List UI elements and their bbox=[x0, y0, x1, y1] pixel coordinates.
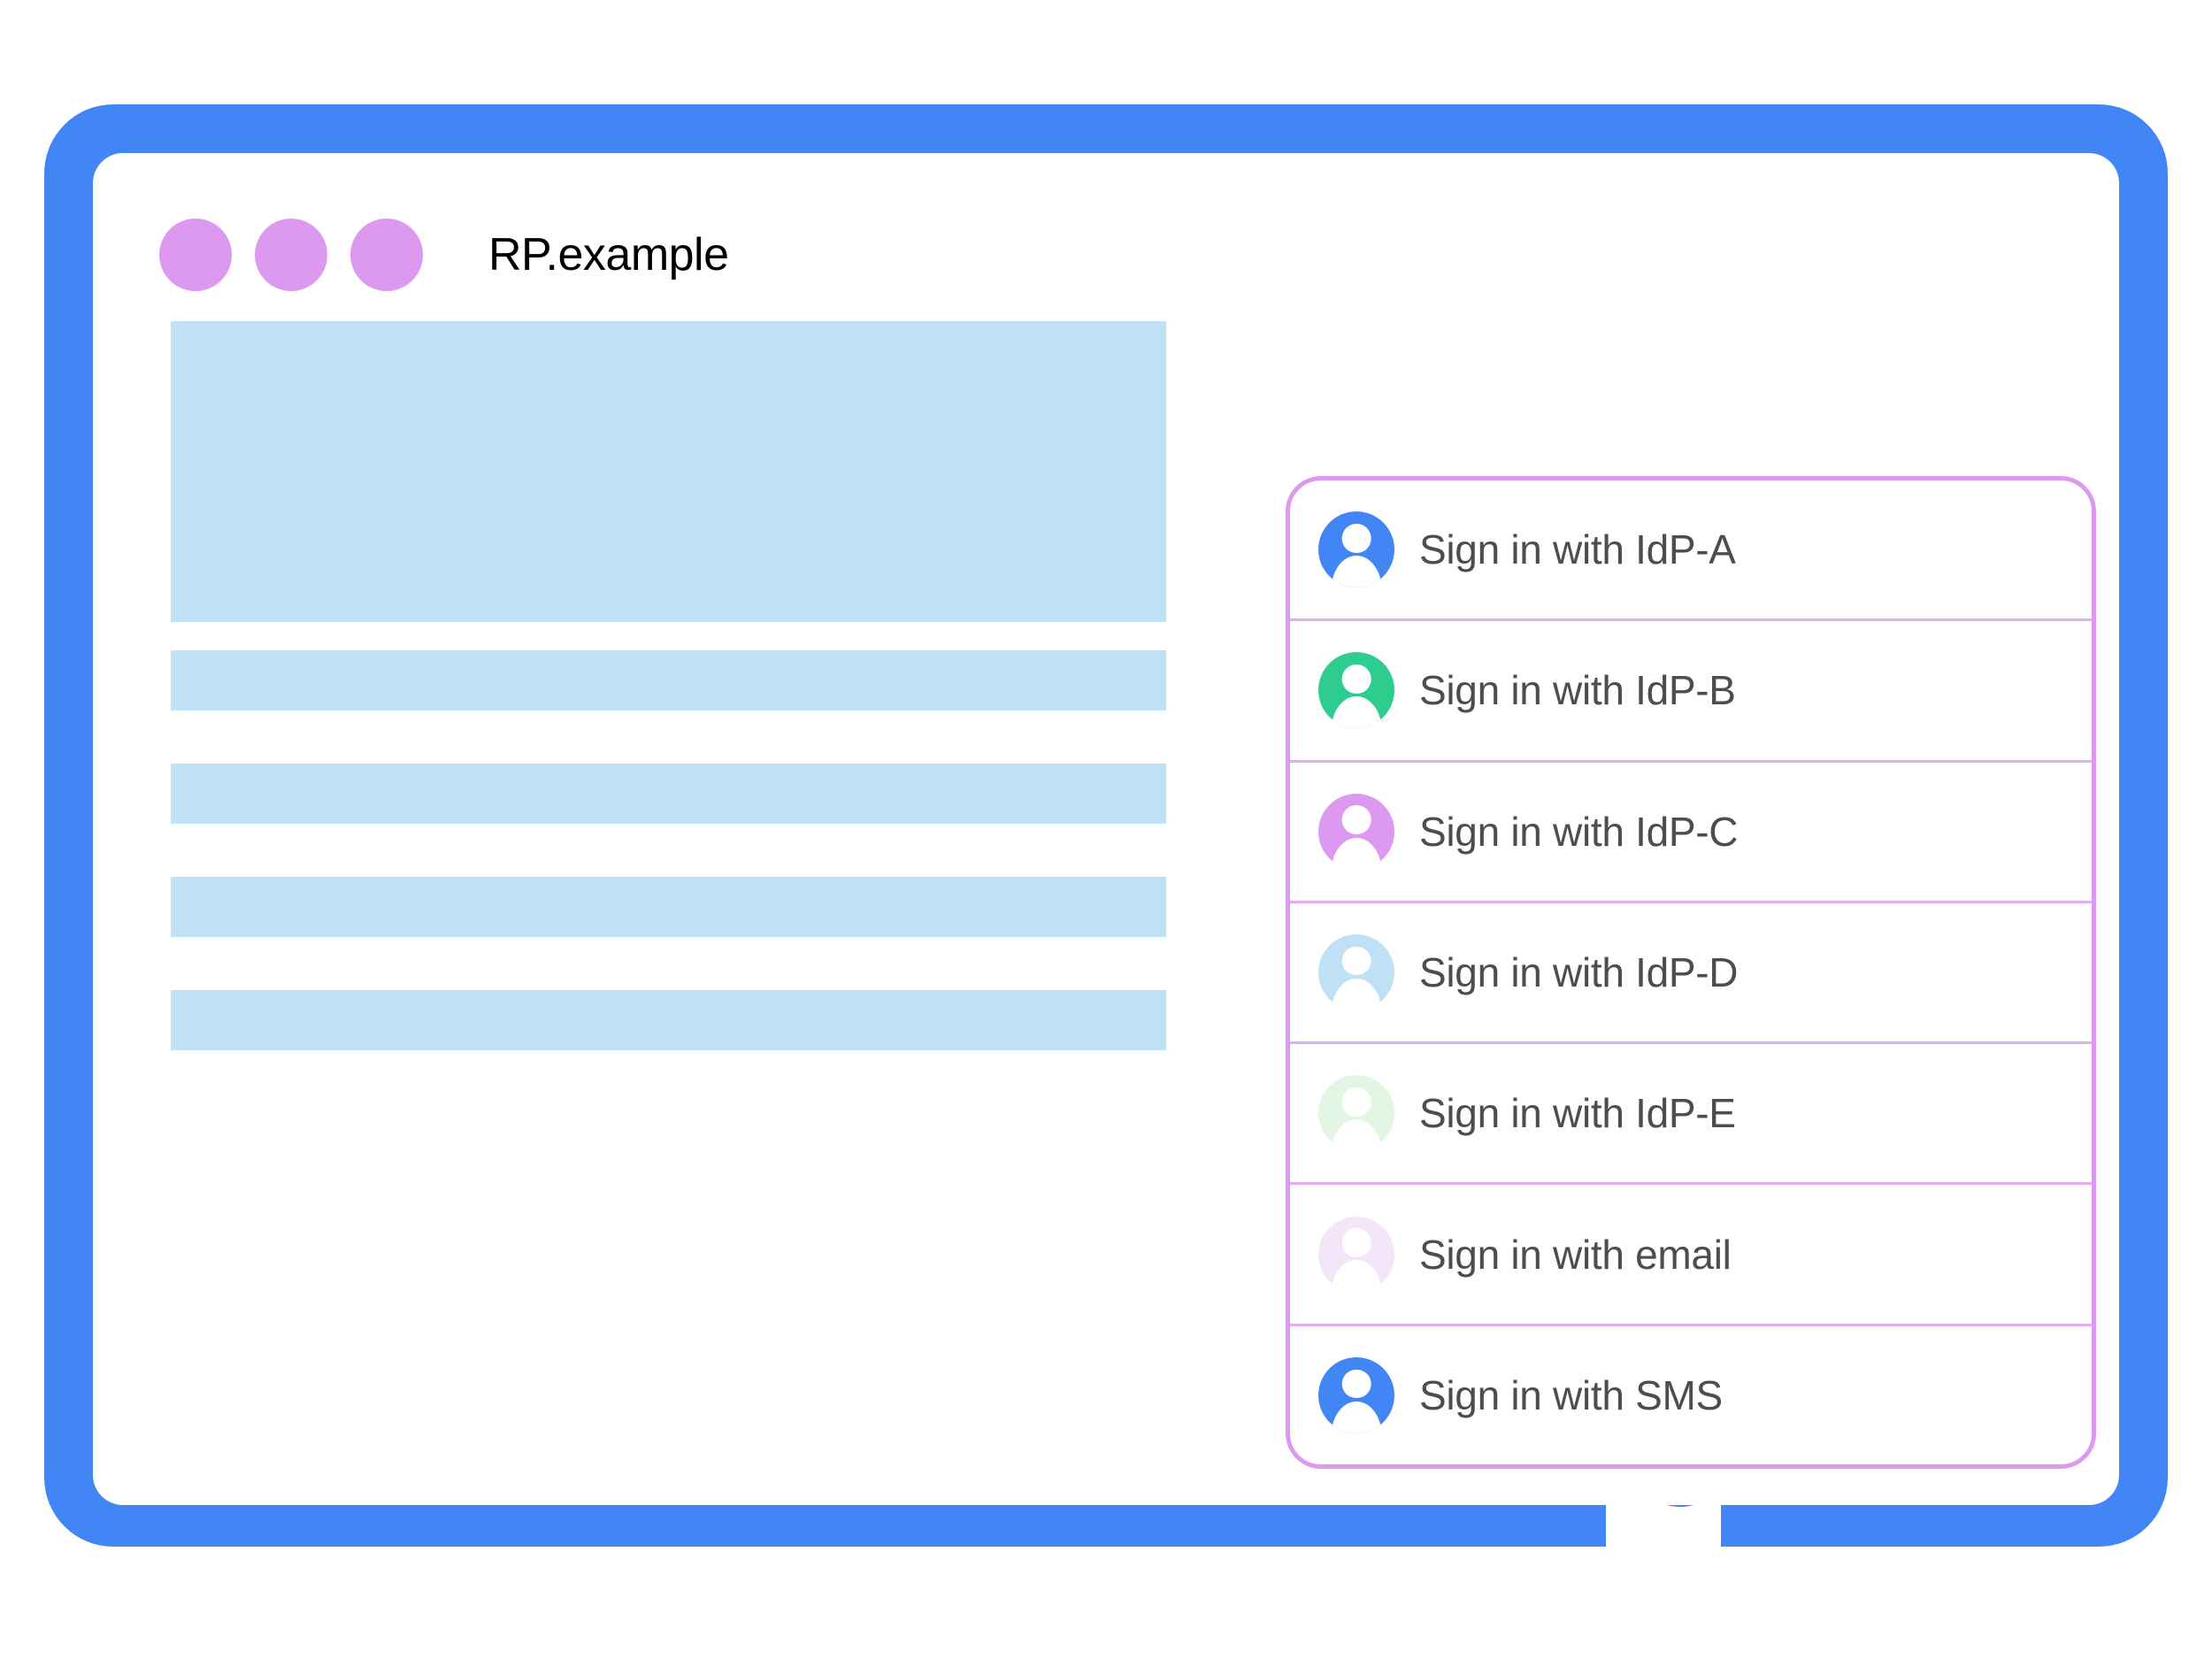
account-avatar-icon bbox=[1318, 1356, 1394, 1433]
account-label: Sign in with IdP-A bbox=[1419, 526, 1736, 573]
account-avatar-icon bbox=[1318, 1216, 1394, 1293]
account-label: Sign in with email bbox=[1419, 1231, 1732, 1278]
avatar-head-shape bbox=[1341, 946, 1371, 976]
browser-chrome: RP.example bbox=[159, 206, 729, 303]
chrome-dot-3-icon[interactable] bbox=[350, 219, 423, 291]
account-label: Sign in with IdP-E bbox=[1419, 1090, 1736, 1137]
avatar-body-shape bbox=[1331, 1401, 1382, 1433]
content-bar-block-1 bbox=[171, 650, 1166, 710]
account-avatar-icon bbox=[1318, 933, 1394, 1010]
avatar-body-shape bbox=[1331, 1260, 1382, 1293]
account-row[interactable]: Sign in with IdP-D bbox=[1290, 903, 2092, 1045]
account-label: Sign in with IdP-B bbox=[1419, 667, 1736, 714]
account-avatar-icon bbox=[1318, 793, 1394, 870]
account-row[interactable]: Sign in with IdP-B bbox=[1290, 621, 2092, 763]
chrome-dot-2-icon[interactable] bbox=[255, 219, 327, 291]
content-bar-block-2 bbox=[171, 764, 1166, 824]
content-bar-block-3 bbox=[171, 877, 1166, 937]
avatar-body-shape bbox=[1331, 978, 1382, 1010]
account-chooser-dialog: Sign in with IdP-A Sign in with IdP-B Sign… bbox=[1286, 476, 2096, 1469]
avatar-body-shape bbox=[1331, 556, 1382, 588]
account-label: Sign in with IdP-C bbox=[1419, 808, 1739, 855]
avatar-body-shape bbox=[1331, 1119, 1382, 1152]
chrome-dot-1-icon[interactable] bbox=[159, 219, 232, 291]
avatar-body-shape bbox=[1331, 696, 1382, 729]
content-hero-block bbox=[171, 321, 1166, 622]
avatar-head-shape bbox=[1341, 1087, 1371, 1117]
avatar-head-shape bbox=[1341, 805, 1371, 835]
account-avatar-icon bbox=[1318, 511, 1394, 588]
account-row[interactable]: Sign in with IdP-C bbox=[1290, 763, 2092, 903]
page-content bbox=[171, 321, 1166, 1050]
avatar-body-shape bbox=[1331, 837, 1382, 870]
account-label: Sign in with SMS bbox=[1419, 1371, 1723, 1418]
page-title: RP.example bbox=[488, 229, 729, 280]
account-label: Sign in with IdP-D bbox=[1419, 949, 1739, 995]
avatar-head-shape bbox=[1341, 664, 1371, 694]
avatar-head-shape bbox=[1341, 1369, 1371, 1399]
account-row[interactable]: Sign in with email bbox=[1290, 1185, 2092, 1326]
account-row[interactable]: Sign in with IdP-A bbox=[1290, 480, 2092, 622]
account-row[interactable]: Sign in with SMS bbox=[1290, 1326, 2092, 1464]
avatar-head-shape bbox=[1341, 523, 1371, 553]
account-avatar-icon bbox=[1318, 1075, 1394, 1152]
avatar-head-shape bbox=[1341, 1228, 1371, 1257]
account-row[interactable]: Sign in with IdP-E bbox=[1290, 1044, 2092, 1186]
account-avatar-icon bbox=[1318, 652, 1394, 729]
content-bar-block-4 bbox=[171, 990, 1166, 1050]
